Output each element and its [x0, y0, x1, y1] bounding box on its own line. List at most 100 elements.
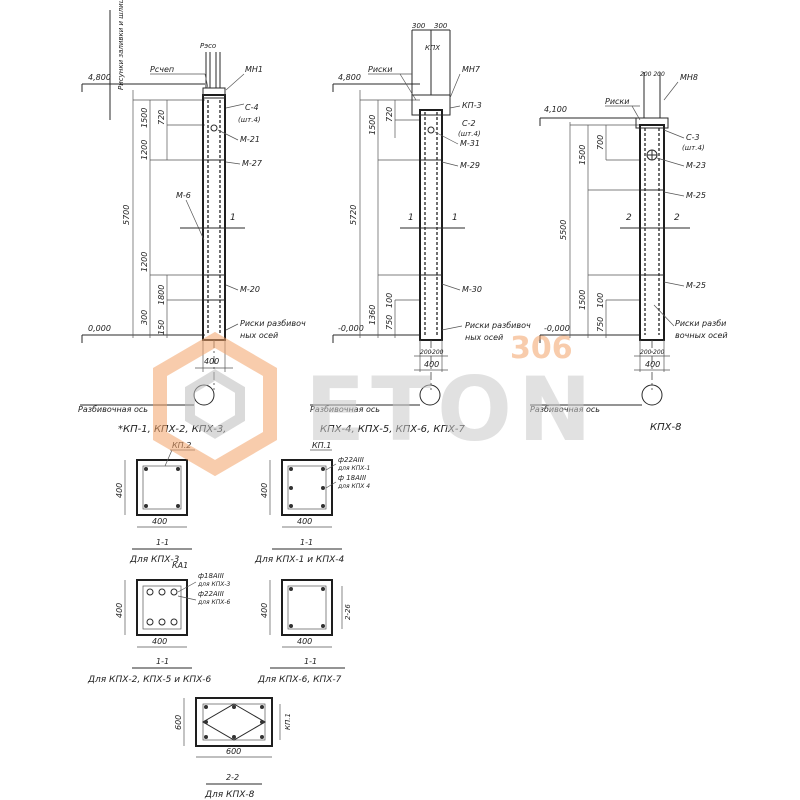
mark-m6: М-6 — [176, 191, 191, 200]
section-1-w: 400 — [152, 517, 167, 526]
section-5-caption: Для КПХ-8 — [204, 790, 255, 800]
column-2-top-label: Риски — [368, 65, 392, 74]
dim-1-720: 720 — [157, 110, 166, 125]
section-cut-2-left: 1 — [408, 213, 414, 223]
elevation-top-2: 4,800 — [338, 73, 361, 82]
section-2-note-2b: для КПХ 4 — [337, 483, 370, 490]
mark-m29: М-29 — [460, 161, 480, 170]
dim-2-750: 750 — [385, 315, 394, 330]
elevation-marker-top-1: 4,800 — [81, 73, 205, 92]
dim-1-1500: 1500 — [140, 108, 149, 128]
elevation-bottom-1: 0,000 — [88, 324, 111, 333]
column-2-bot-dim-b: 200 — [432, 349, 444, 356]
column-2-top-dim-a: 300 — [412, 22, 426, 30]
section-4-caption: Для КПХ-6, КПХ-7 — [257, 675, 342, 685]
column-3-width: 400 — [645, 360, 660, 369]
axis-label-2: Разбивочная ось — [310, 405, 380, 414]
mark-c2-qty: (шт.4) — [458, 130, 481, 138]
dim-3-100: 100 — [596, 293, 605, 308]
mark-m23: М-23 — [686, 161, 706, 170]
mark-mn7: МН7 — [462, 65, 481, 74]
elevation-marker-bottom-1: 0,000 — [81, 324, 205, 343]
mark-c3: С-3 — [686, 133, 700, 142]
column-1-bottom-note-1: Риски разбивоч — [240, 319, 306, 328]
mark-m25a: М-25 — [686, 191, 706, 200]
dim-1-150: 150 — [157, 320, 166, 335]
section-3-note-2b: для КПХ-6 — [197, 599, 231, 606]
column-1-title: *КП-1, КПХ-2, КПХ-3, — [118, 424, 226, 435]
column-2-top-dim-b: 300 — [434, 22, 448, 30]
column-1-bottom-note-2: ных осей — [240, 331, 278, 340]
section-4-h: 400 — [260, 603, 269, 618]
column-1-width: 400 — [204, 357, 219, 366]
section-3-mark: КА1 — [172, 561, 188, 570]
dim-1-total: 5700 — [122, 205, 131, 225]
section-3-w: 400 — [152, 637, 167, 646]
section-cut-3-left: 2 — [626, 213, 632, 223]
watermark-number: 306 — [510, 331, 573, 366]
dim-1-300: 300 — [140, 310, 149, 325]
mark-m21: М-21 — [240, 135, 260, 144]
section-cut-2-right: 1 — [452, 213, 458, 223]
elevation-marker-top-2: 4,800 — [332, 73, 420, 92]
column-2-bottom-note-2: ных осей — [465, 333, 503, 342]
section-5-cut: 2-2 — [226, 773, 239, 782]
mark-kp3: КП-3 — [462, 101, 482, 110]
column-3-top-label: Риски — [605, 97, 629, 106]
mark-c2: С-2 — [462, 119, 476, 128]
column-2-bottom-note-1: Риски разбивоч — [465, 321, 531, 330]
dim-1-1200a: 1200 — [140, 140, 149, 160]
elevation-bottom-2: -0,000 — [338, 324, 364, 333]
section-5-w: 600 — [226, 747, 241, 756]
section-4: 2-26 400 400 1-1 Для КПХ-6, КПХ-7 — [257, 579, 352, 685]
watermark-logo-icon — [153, 331, 277, 477]
section-3: КА1 ф18АIII для КПХ-3 ф22АIII для КПХ-6 … — [87, 561, 231, 685]
column-3-elevation: 4,100 -0,000 5500 1500 700 1500 750 100 — [530, 71, 728, 414]
section-2: КП.1 ф22АIII для КПХ-1 ф 18АIII для КПХ … — [254, 441, 370, 565]
dim-2-720: 720 — [385, 107, 394, 122]
section-3-cut: 1-1 — [156, 657, 169, 666]
section-1-cut: 1-1 — [156, 538, 169, 547]
column-3-top-dims: 200 200 — [640, 71, 665, 78]
mark-m27: М-27 — [242, 159, 263, 168]
mark-c4-qty: (шт.4) — [238, 116, 261, 124]
column-2-elevation: 4,800 -0,000 5720 1500 720 1360 750 100 — [310, 22, 531, 414]
mark-m25b: М-25 — [686, 281, 706, 290]
section-3-caption: Для КПХ-2, КПХ-5 и КПХ-6 — [87, 675, 212, 685]
axis-label-1: Разбивочная ось — [78, 405, 148, 414]
column-3-bottom-note-1: Риски разби — [675, 319, 726, 328]
axis-label-3: Разбивочная ось — [530, 405, 600, 414]
elevation-marker-bottom-3: -0,000 — [539, 324, 640, 343]
section-1: КП.2 400 400 1-1 Для КПХ-3 — [115, 441, 195, 565]
mark-c4: С-4 — [245, 103, 259, 112]
column-2-top-small: КПХ — [425, 44, 440, 52]
column-3-bot-dim-a: 200 — [640, 349, 652, 356]
dim-2-100: 100 — [385, 293, 394, 308]
section-2-mark: КП.1 — [312, 441, 331, 450]
dim-2-1500: 1500 — [368, 115, 377, 135]
section-2-caption: Для КПХ-1 и КПХ-4 — [254, 555, 344, 565]
section-2-h: 400 — [260, 483, 269, 498]
axis-bubble-2 — [419, 384, 441, 406]
mark-mn8: МН8 — [680, 73, 698, 82]
column-3-title: КПХ-8 — [650, 422, 681, 433]
embedded-plate-m23 — [646, 149, 658, 161]
watermark-brand: ETON — [305, 358, 598, 461]
axis-bubble-3 — [641, 384, 663, 406]
section-3-note-1: ф18АIII — [198, 572, 224, 580]
section-2-w: 400 — [297, 517, 312, 526]
section-2-note-1: ф22АIII — [338, 456, 364, 464]
watermark: ETON 306 — [153, 331, 598, 477]
dim-3-750: 750 — [596, 317, 605, 332]
mark-c3-qty: (шт.4) — [682, 144, 705, 152]
section-1-caption: Для КПХ-3 — [129, 555, 180, 565]
section-1-h: 400 — [115, 483, 124, 498]
section-4-side: 2-26 — [344, 604, 352, 620]
section-5: КП.1 600 600 2-2 Для КПХ-8 — [174, 697, 292, 800]
column-1-top-label: Рсчеп — [150, 65, 174, 74]
section-cut-1-left: 1 — [230, 213, 236, 223]
column-1-side-note: Рисунки заливки и шлицы выпуска — [117, 0, 125, 90]
dim-2-1360: 1360 — [368, 305, 377, 325]
elevation-bottom-3: -0,000 — [544, 324, 570, 333]
